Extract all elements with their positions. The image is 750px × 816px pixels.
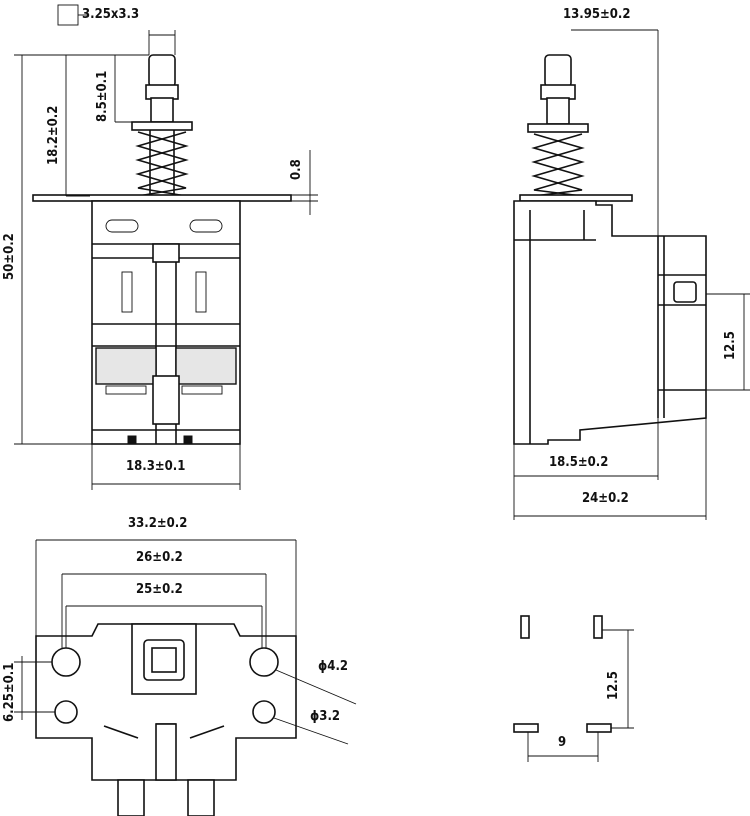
pin-top-right bbox=[593, 615, 603, 639]
bottom-view-dimensions: 33.2±0.2 26±0.2 25±0.2 6.25±0.1 ϕ4.2 ϕ3.… bbox=[2, 516, 357, 745]
dim-side-top: 13.95±0.2 bbox=[563, 7, 631, 22]
pin-bottom-right bbox=[586, 723, 612, 733]
dim-side-total-depth: 24±0.2 bbox=[582, 491, 629, 506]
dim-flange-thickness: 0.8 bbox=[289, 159, 304, 180]
dim-plunger: 8.5±0.1 bbox=[95, 71, 110, 122]
front-view-dimensions: 3.25x3.3 50±0.2 18.2±0.2 8.5±0.1 0.8 18.… bbox=[2, 4, 318, 490]
dim-pin-vertical: 12.5 bbox=[606, 671, 621, 700]
dim-total-height: 50±0.2 bbox=[2, 233, 17, 280]
dim-pin-horizontal: 9 bbox=[558, 735, 566, 750]
dim-hole-small: ϕ3.2 bbox=[310, 709, 340, 724]
dim-body-width: 18.3±0.1 bbox=[126, 459, 185, 474]
bottom-body bbox=[35, 623, 297, 781]
front-view bbox=[32, 54, 292, 445]
spring-side bbox=[527, 123, 589, 197]
plunger-collar bbox=[145, 84, 179, 100]
top-box bbox=[57, 4, 79, 26]
top-box-label: 3.25x3.3 bbox=[82, 7, 139, 22]
dim-bottom-mid: 26±0.2 bbox=[136, 550, 183, 565]
dim-hole-large: ϕ4.2 bbox=[318, 659, 348, 674]
pin-layout bbox=[513, 615, 612, 733]
hole-large-right bbox=[249, 647, 279, 677]
pin-bottom-left bbox=[513, 723, 539, 733]
pin-top-left bbox=[520, 615, 530, 639]
dim-side-body-depth: 18.5±0.2 bbox=[549, 455, 608, 470]
side-view bbox=[513, 54, 707, 445]
dim-bottom-outer: 33.2±0.2 bbox=[128, 516, 187, 531]
side-view-dimensions: 13.95±0.2 12.5 18.5±0.2 24±0.2 bbox=[513, 7, 750, 520]
bottom-view bbox=[35, 623, 297, 816]
pin-layout-dimensions: 12.5 9 bbox=[527, 629, 634, 762]
plunger-shaft bbox=[150, 97, 174, 123]
dim-bottom-hole-offset: 6.25±0.1 bbox=[2, 663, 17, 722]
dim-bottom-inner: 25±0.2 bbox=[136, 582, 183, 597]
spring-front bbox=[131, 121, 193, 197]
dim-plunger-to-flange: 18.2±0.2 bbox=[46, 106, 61, 165]
side-body bbox=[513, 200, 707, 445]
hole-small-right bbox=[252, 700, 276, 724]
dim-side-pin-spacing: 12.5 bbox=[723, 331, 738, 360]
plunger-top-view bbox=[131, 623, 197, 695]
plunger-cap bbox=[148, 54, 176, 88]
